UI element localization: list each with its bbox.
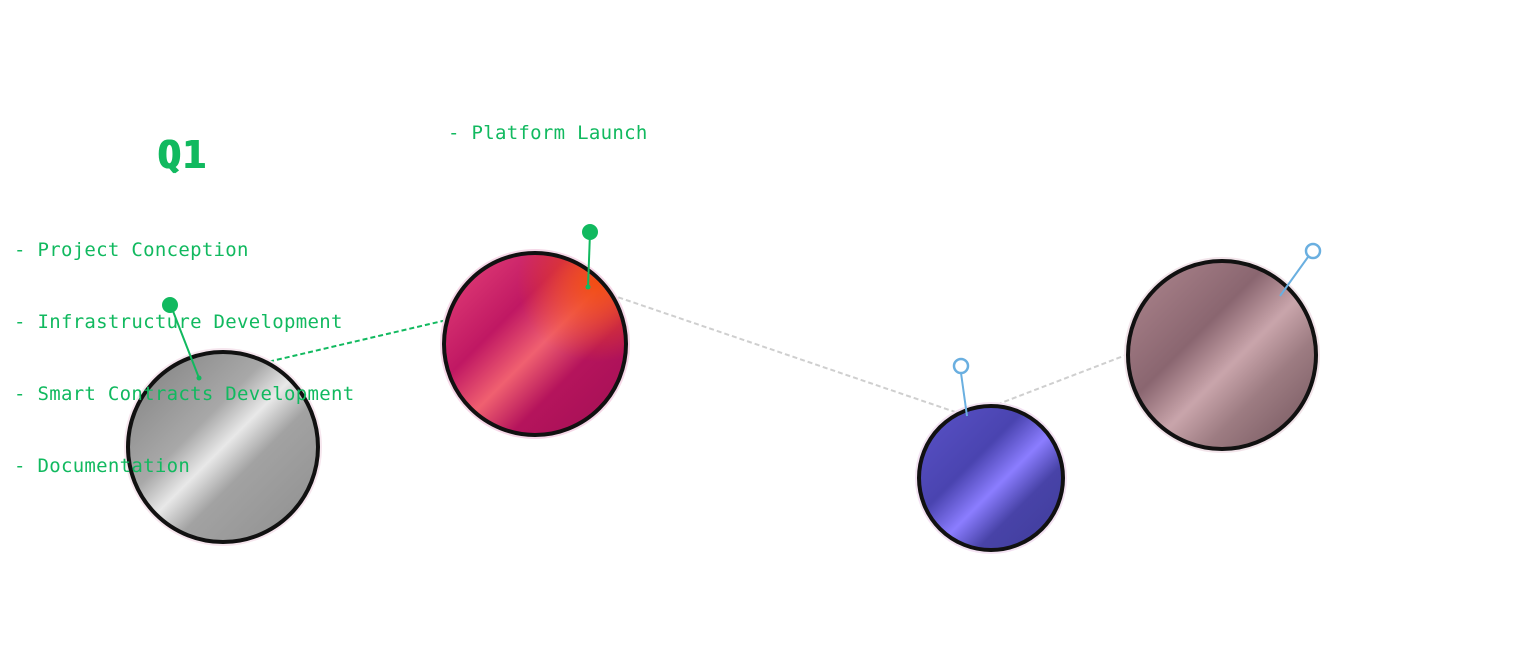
mauve-planet bbox=[1124, 257, 1320, 453]
path-segment-q2-q3 bbox=[587, 286, 968, 417]
pin-dot-icon bbox=[162, 297, 178, 313]
list-item: - Smart Contracts Development bbox=[14, 383, 355, 405]
list-item: - Platform Launch bbox=[448, 122, 648, 144]
q2-pin[interactable] bbox=[582, 224, 598, 290]
q1-pin[interactable] bbox=[162, 297, 202, 381]
q1-milestone-list: - Project Conception - Infrastructure De… bbox=[14, 190, 354, 502]
q2-milestone-list: - Platform Launch bbox=[448, 73, 648, 169]
pin-ring-icon bbox=[1304, 242, 1322, 260]
pin-dot-icon bbox=[582, 224, 598, 240]
blue-planet bbox=[915, 402, 1067, 554]
q1-heading: Q1 bbox=[158, 133, 208, 177]
q4-pin[interactable] bbox=[1279, 242, 1322, 297]
magenta-planet bbox=[440, 249, 630, 439]
list-item: - Project Conception bbox=[14, 239, 249, 261]
gray-planet bbox=[124, 348, 322, 546]
list-item: - Documentation bbox=[14, 455, 191, 477]
q3-pin[interactable] bbox=[952, 357, 970, 417]
pin-ring-icon bbox=[952, 357, 970, 375]
list-item: - Infrastructure Development bbox=[14, 311, 343, 333]
